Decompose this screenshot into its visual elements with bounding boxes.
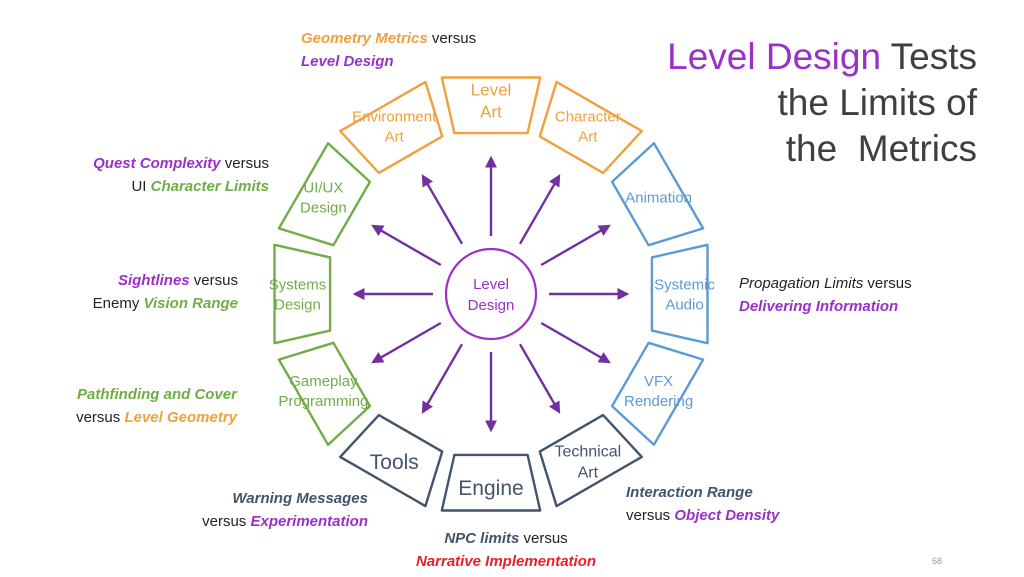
segment-label-tools-line1: Tools — [370, 451, 419, 474]
annotation-pathfinding-versus: versus — [76, 409, 125, 426]
annotation-sightlines-versus: versus — [189, 272, 238, 289]
segment-label-engine-line1: Engine — [458, 477, 523, 500]
annotation-quest-versus: versus — [220, 155, 269, 172]
segment-label-systems-design-line2: Design — [274, 296, 321, 313]
segment-label-character-art-line2: Art — [578, 129, 598, 146]
segment-label-level-art-line2: Art — [480, 103, 502, 122]
annotation-character-limits-term: Character Limits — [150, 178, 269, 195]
annotation-level-design-term: Level Design — [301, 53, 394, 70]
annotation-npc-versus: versus — [519, 530, 568, 547]
segment-tools — [339, 413, 444, 508]
segment-environment-art — [339, 80, 444, 175]
arrow-to-technical-art — [518, 343, 561, 414]
annotation-interaction-range: Interaction Range versus Object Density — [626, 481, 779, 527]
segment-character-art — [538, 80, 643, 175]
segment-label-systemic-audio-line1: Systemic — [654, 276, 715, 293]
annotation-sightlines: Sightlines versus Enemy Vision Range — [93, 269, 238, 315]
arrow-group — [352, 155, 630, 433]
annotation-quest-ui: UI — [131, 178, 151, 195]
annotation-sightlines-term: Sightlines — [117, 272, 190, 289]
arrow-to-environment-art — [421, 174, 464, 245]
segment-level-art — [440, 76, 542, 135]
center-label-line1: Level — [473, 276, 509, 293]
segment-label-technical-art-line2: Art — [578, 465, 599, 482]
segment-label-vfx-rendering-line1: VFX — [644, 373, 673, 390]
page-number: 68 — [932, 556, 943, 566]
title-line2: the Limits of — [777, 82, 977, 123]
segment-label-ui-ux-design-line1: UI/UX — [303, 180, 343, 197]
annotation-npc-limits: NPC limits versus Narrative Implementati… — [376, 527, 636, 573]
annotation-vision-range-term: Vision Range — [143, 295, 238, 312]
annotation-propagation-limits-term: Propagation Limits — [739, 275, 864, 292]
title-line3: the Metrics — [785, 128, 977, 169]
segment-vfx-rendering — [610, 341, 705, 446]
segment-label-ui-ux-design-line2: Design — [300, 200, 347, 217]
segment-label-vfx-rendering-line2: Rendering — [624, 393, 693, 410]
segment-label-technical-art-line1: Technical — [554, 444, 621, 461]
segment-label-systems-design-line1: Systems — [269, 276, 327, 293]
segment-label-gameplay-programming-line2: Programming — [278, 393, 368, 410]
segment-label-environment-art-line1: Environment — [352, 109, 437, 126]
arrow-to-tools — [421, 343, 464, 414]
annotation-propagation-versus: versus — [863, 275, 912, 292]
arrow-to-animation — [540, 224, 611, 267]
annotation-quest-complexity-term: Quest Complexity — [93, 155, 221, 172]
annotation-pathfinding: Pathfinding and Cover versus Level Geome… — [76, 383, 237, 429]
segment-gameplay-programming — [277, 341, 372, 446]
annotation-geometry-metrics-versus: versus — [427, 30, 477, 47]
annotation-interaction-range-term: Interaction Range — [626, 484, 753, 501]
segment-systems-design — [273, 243, 332, 345]
center-label-line2: Design — [468, 297, 515, 314]
annotation-quest-complexity: Quest Complexity versus UI Character Lim… — [93, 152, 269, 198]
slide-title: Level Design Tests the Limits of the Met… — [667, 34, 977, 172]
segment-label-level-art-line1: Level — [471, 81, 512, 100]
segment-label-environment-art-line2: Art — [385, 129, 405, 146]
segment-label-character-art-line1: Character — [555, 109, 621, 126]
annotation-sightlines-enemy: Enemy — [92, 295, 144, 312]
center-circle — [444, 247, 538, 341]
annotation-propagation-limits: Propagation Limits versus Delivering Inf… — [739, 272, 912, 318]
title-line1-rest: Tests — [881, 36, 977, 77]
segment-label-systemic-audio-line2: Audio — [665, 296, 703, 313]
annotation-experimentation-term: Experimentation — [250, 513, 368, 530]
annotation-object-density-term: Object Density — [674, 507, 780, 524]
segment-label-animation-line1: Animation — [625, 190, 692, 207]
segment-animation — [610, 141, 705, 247]
arrow-to-vfx-rendering — [540, 321, 611, 364]
annotation-warning-messages: Warning Messages versus Experimentation — [202, 487, 368, 533]
annotation-warning-versus: versus — [202, 513, 251, 530]
segment-engine — [440, 453, 542, 512]
annotation-delivering-information-term: Delivering Information — [739, 298, 899, 315]
annotation-interaction-versus: versus — [626, 507, 675, 524]
annotation-geometry-metrics: Geometry Metrics versus Level Design — [301, 27, 476, 73]
annotation-narrative-term: Narrative Implementation — [415, 553, 597, 570]
annotation-geometry-metrics-term: Geometry Metrics — [301, 30, 428, 47]
segment-technical-art — [538, 413, 643, 508]
arrow-to-character-art — [518, 174, 561, 245]
annotation-warning-messages-term: Warning Messages — [232, 490, 368, 507]
title-highlight: Level Design — [667, 36, 882, 77]
segment-systemic-audio — [650, 243, 709, 345]
annotation-pathfinding-term: Pathfinding and Cover — [76, 386, 237, 403]
arrow-to-ui-ux-design — [371, 224, 442, 267]
annotation-npc-limits-term: NPC limits — [444, 530, 520, 547]
annotation-level-geometry-term: Level Geometry — [124, 409, 237, 426]
arrow-to-gameplay-programming — [371, 321, 442, 364]
segment-label-gameplay-programming-line1: Gameplay — [289, 373, 358, 390]
segment-ui-ux-design — [277, 141, 372, 247]
